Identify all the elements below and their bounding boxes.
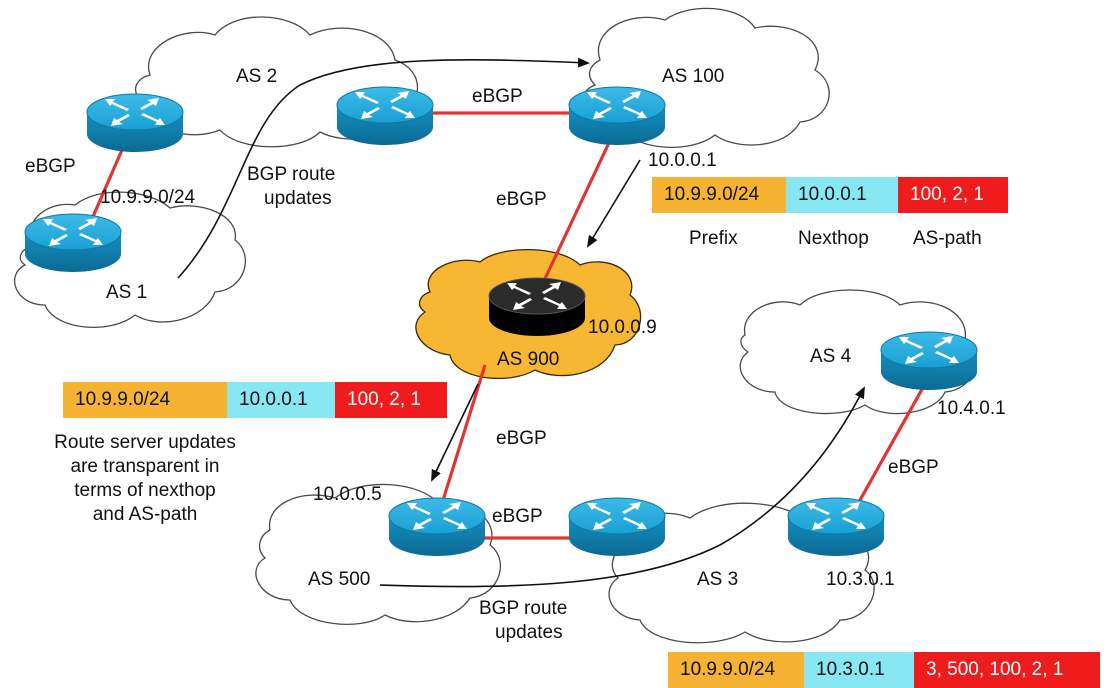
server-to-as500-arrow <box>431 383 479 482</box>
as2-left-router-icon <box>86 93 184 153</box>
ebgp-label-as1-as2: eBGP <box>25 156 76 177</box>
caption-aspath: AS-path <box>913 228 982 249</box>
ebgp-label-as2-as100: eBGP <box>472 86 523 107</box>
bottom-update-arrow <box>379 386 865 588</box>
nexthop-cell: 10.3.0.1 <box>804 652 914 688</box>
route-attrs-route-server: 10.9.9.0/24 10.0.0.1 100, 2, 1 <box>63 382 447 418</box>
link-as100-as900 <box>533 129 617 301</box>
link-as3-as4 <box>848 374 932 519</box>
nexthop-cell: 10.0.0.1 <box>227 382 335 418</box>
route-server-address: 10.0.0.9 <box>588 317 657 338</box>
as100-to-server-arrow <box>586 159 641 248</box>
bottom-update-label-line2: updates <box>495 622 563 643</box>
caption-nexthop: Nexthop <box>798 228 869 249</box>
route-server-icon <box>488 277 586 337</box>
as900-label: AS 900 <box>497 349 559 370</box>
aspath-cell: 100, 2, 1 <box>335 382 447 418</box>
as100-router-address: 10.0.0.1 <box>648 150 717 171</box>
note-line: terms of nexthop <box>74 480 216 501</box>
as3-right-router-icon <box>787 497 885 557</box>
as500-router-address: 10.0.0.5 <box>313 484 382 505</box>
as1-prefix-label: 10.9.9.0/24 <box>100 187 196 208</box>
prefix-cell: 10.9.9.0/24 <box>652 177 786 213</box>
as1-label: AS 1 <box>106 282 147 303</box>
route-attrs-as4: 10.9.9.0/24 10.3.0.1 3, 500, 100, 2, 1 <box>668 652 1100 688</box>
bottom-update-label-line1: BGP route <box>479 598 567 619</box>
as3-label: AS 3 <box>697 569 738 590</box>
top-update-arrow <box>177 57 590 279</box>
as500-router-icon <box>388 497 486 557</box>
ebgp-label-as900-as500: eBGP <box>496 428 547 449</box>
ebgp-label-as500-as3: eBGP <box>492 506 543 527</box>
top-update-label-line2: updates <box>264 188 332 209</box>
as4-router-address: 10.4.0.1 <box>937 398 1006 419</box>
as4-router-icon <box>880 331 978 391</box>
as1-router-icon <box>24 213 122 273</box>
note-line: Route server updates <box>54 432 236 453</box>
ebgp-label-as3-as4: eBGP <box>888 457 939 478</box>
as100-label: AS 100 <box>662 66 724 87</box>
prefix-cell: 10.9.9.0/24 <box>63 382 227 418</box>
as3-left-router-icon <box>568 497 666 557</box>
aspath-cell: 3, 500, 100, 2, 1 <box>914 652 1100 688</box>
as4-label: AS 4 <box>810 346 852 367</box>
as100-router-icon <box>568 86 666 146</box>
top-update-label-line1: BGP route <box>247 164 335 185</box>
ebgp-label-as100-as900: eBGP <box>496 189 547 210</box>
caption-prefix: Prefix <box>689 228 738 249</box>
note-line: are transparent in <box>70 456 220 477</box>
as3-router-address: 10.3.0.1 <box>826 569 895 590</box>
as2-label: AS 2 <box>236 66 277 87</box>
route-server-note: Route server updates are transparent in … <box>20 431 270 527</box>
aspath-cell: 100, 2, 1 <box>898 177 1008 213</box>
prefix-cell: 10.9.9.0/24 <box>668 652 804 688</box>
note-line: and AS-path <box>92 504 198 525</box>
nexthop-cell: 10.0.0.1 <box>786 177 898 213</box>
route-attrs-as100: 10.9.9.0/24 10.0.0.1 100, 2, 1 <box>652 177 1008 213</box>
as500-label: AS 500 <box>308 569 370 590</box>
link-as900-as500 <box>438 364 487 511</box>
as2-right-router-icon <box>336 86 434 146</box>
